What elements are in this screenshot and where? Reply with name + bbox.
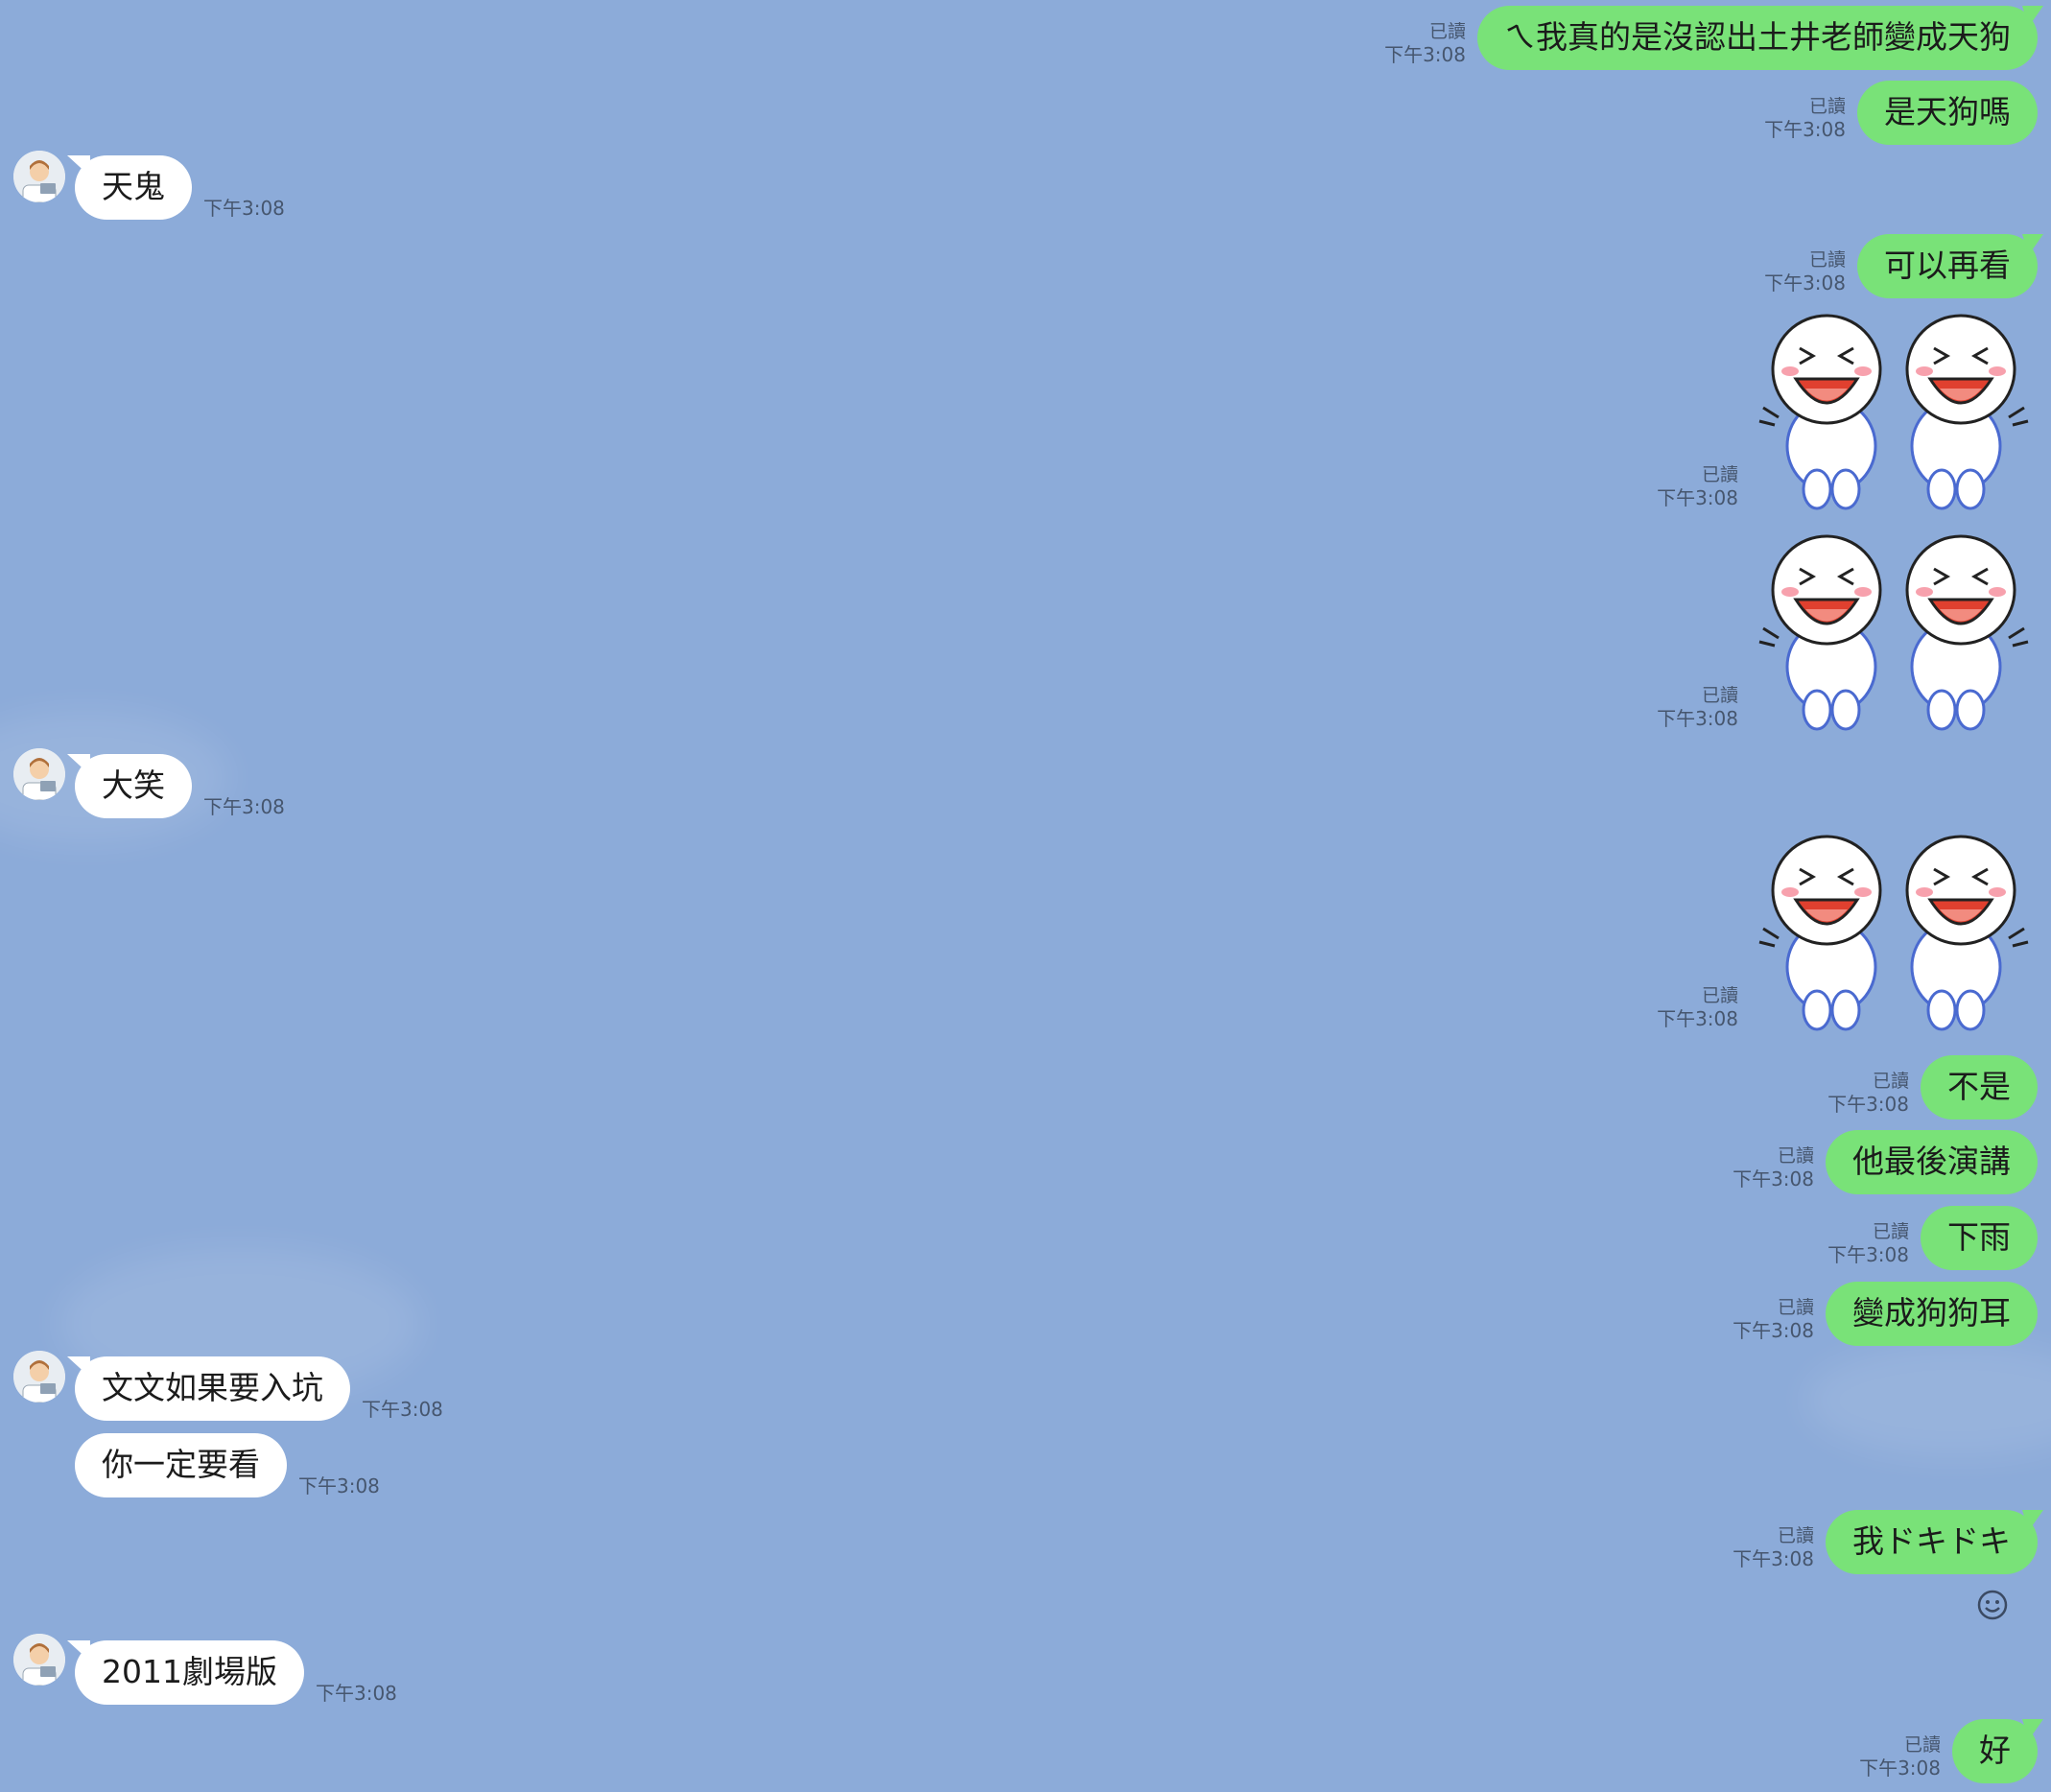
message-bubble[interactable]: 我ドキドキ bbox=[1826, 1510, 2038, 1574]
message-meta: 已讀 下午3:08 bbox=[1827, 1220, 1909, 1266]
message-meta: 下午3:08 bbox=[203, 197, 285, 220]
message-time: 下午3:08 bbox=[1657, 486, 1738, 509]
message-meta: 已讀 下午3:08 bbox=[1764, 95, 1846, 141]
message-bubble[interactable]: 不是 bbox=[1921, 1055, 2038, 1120]
message-meta: 已讀 下午3:08 bbox=[1657, 984, 1738, 1030]
message-time: 下午3:08 bbox=[1764, 118, 1846, 141]
read-status: 已讀 bbox=[1701, 985, 1738, 1006]
message-row: 已讀 下午3:08 好 bbox=[1859, 1719, 2038, 1783]
message-row: 已讀 下午3:08 變成狗狗耳 bbox=[1733, 1282, 2038, 1346]
message-time: 下午3:08 bbox=[1733, 1547, 1814, 1570]
read-status: 已讀 bbox=[1872, 1071, 1909, 1092]
contact-avatar[interactable] bbox=[13, 1351, 65, 1403]
message-meta: 下午3:08 bbox=[316, 1682, 397, 1705]
message-time: 下午3:08 bbox=[1733, 1167, 1814, 1191]
message-meta: 下午3:08 bbox=[298, 1474, 380, 1497]
message-time: 下午3:08 bbox=[1657, 1007, 1738, 1030]
smile-reaction-icon[interactable] bbox=[1976, 1589, 2009, 1621]
message-time: 下午3:08 bbox=[1657, 707, 1738, 730]
message-row: 你一定要看 下午3:08 bbox=[75, 1433, 380, 1497]
contact-avatar[interactable] bbox=[13, 1634, 65, 1686]
message-time: 下午3:08 bbox=[298, 1474, 380, 1497]
read-status: 已讀 bbox=[1777, 1525, 1814, 1546]
read-status: 已讀 bbox=[1872, 1221, 1909, 1242]
message-row: 已讀 下午3:08 是天狗嗎 bbox=[1764, 81, 2038, 145]
message-time: 下午3:08 bbox=[1827, 1093, 1909, 1116]
laughing-twins-sticker[interactable] bbox=[1750, 833, 2038, 1034]
read-status: 已讀 bbox=[1777, 1297, 1814, 1318]
message-time: 下午3:08 bbox=[362, 1398, 443, 1421]
message-meta: 下午3:08 bbox=[203, 795, 285, 818]
message-row: 文文如果要入坑 下午3:08 bbox=[75, 1356, 443, 1421]
message-meta: 已讀 下午3:08 bbox=[1733, 1144, 1814, 1191]
read-status: 已讀 bbox=[1808, 249, 1846, 271]
message-bubble[interactable]: 他最後演講 bbox=[1826, 1130, 2038, 1194]
message-time: 下午3:08 bbox=[1859, 1757, 1941, 1780]
message-bubble[interactable]: 是天狗嗎 bbox=[1857, 81, 2038, 145]
contact-avatar[interactable] bbox=[13, 151, 65, 202]
message-time: 下午3:08 bbox=[315, 1682, 397, 1705]
message-bubble[interactable]: 天鬼 bbox=[75, 155, 192, 220]
message-meta: 已讀 下午3:08 bbox=[1733, 1524, 1814, 1570]
message-bubble[interactable]: 變成狗狗耳 bbox=[1826, 1282, 2038, 1346]
message-row: 大笑 下午3:08 bbox=[75, 754, 285, 818]
message-bubble[interactable]: 文文如果要入坑 bbox=[75, 1356, 350, 1421]
message-row: 已讀 下午3:08 bbox=[1657, 833, 2038, 1034]
message-row: 已讀 下午3:08 可以再看 bbox=[1764, 234, 2038, 298]
message-bubble[interactable]: ㄟ我真的是沒認出土井老師變成天狗 bbox=[1477, 6, 2038, 70]
message-row: 已讀 下午3:08 不是 bbox=[1827, 1055, 2038, 1120]
message-meta: 已讀 下午3:08 bbox=[1764, 248, 1846, 295]
message-meta: 下午3:08 bbox=[362, 1398, 443, 1421]
message-row: 已讀 下午3:08 下雨 bbox=[1827, 1206, 2038, 1270]
message-time: 下午3:08 bbox=[1733, 1319, 1814, 1342]
contact-avatar[interactable] bbox=[13, 748, 65, 800]
message-bubble[interactable]: 可以再看 bbox=[1857, 234, 2038, 298]
doctor-avatar-icon bbox=[13, 1351, 65, 1403]
message-row: 已讀 下午3:08 我ドキドキ bbox=[1733, 1510, 2038, 1574]
message-time: 下午3:08 bbox=[203, 795, 285, 818]
message-row: 已讀 下午3:08 bbox=[1657, 312, 2038, 513]
message-time: 下午3:08 bbox=[1384, 43, 1466, 66]
message-time: 下午3:08 bbox=[1764, 271, 1846, 295]
message-row: 已讀 下午3:08 bbox=[1657, 532, 2038, 734]
message-bubble[interactable]: 好 bbox=[1952, 1719, 2038, 1783]
laughing-twins-sticker[interactable] bbox=[1750, 312, 2038, 513]
message-meta: 已讀 下午3:08 bbox=[1384, 20, 1466, 66]
message-row: 天鬼 下午3:08 bbox=[75, 155, 285, 220]
message-meta: 已讀 下午3:08 bbox=[1657, 463, 1738, 509]
doctor-avatar-icon bbox=[13, 151, 65, 202]
message-time: 下午3:08 bbox=[203, 197, 285, 220]
read-status: 已讀 bbox=[1701, 685, 1738, 706]
message-bubble[interactable]: 你一定要看 bbox=[75, 1433, 287, 1497]
read-status: 已讀 bbox=[1808, 96, 1846, 117]
message-meta: 已讀 下午3:08 bbox=[1859, 1733, 1941, 1780]
message-meta: 已讀 下午3:08 bbox=[1657, 684, 1738, 730]
doctor-avatar-icon bbox=[13, 1634, 65, 1686]
doctor-avatar-icon bbox=[13, 748, 65, 800]
laughing-twins-sticker[interactable] bbox=[1750, 532, 2038, 734]
message-bubble[interactable]: 下雨 bbox=[1921, 1206, 2038, 1270]
message-time: 下午3:08 bbox=[1827, 1243, 1909, 1266]
message-row: 已讀 下午3:08 ㄟ我真的是沒認出土井老師變成天狗 bbox=[1384, 6, 2038, 70]
message-meta: 已讀 下午3:08 bbox=[1733, 1296, 1814, 1342]
message-row: 2011劇場版 下午3:08 bbox=[75, 1640, 397, 1705]
read-status: 已讀 bbox=[1903, 1734, 1941, 1756]
read-status: 已讀 bbox=[1701, 464, 1738, 485]
read-status: 已讀 bbox=[1777, 1145, 1814, 1167]
message-bubble[interactable]: 大笑 bbox=[75, 754, 192, 818]
message-bubble[interactable]: 2011劇場版 bbox=[75, 1640, 304, 1705]
message-row: 已讀 下午3:08 他最後演講 bbox=[1733, 1130, 2038, 1194]
message-meta: 已讀 下午3:08 bbox=[1827, 1070, 1909, 1116]
read-status: 已讀 bbox=[1428, 21, 1466, 42]
